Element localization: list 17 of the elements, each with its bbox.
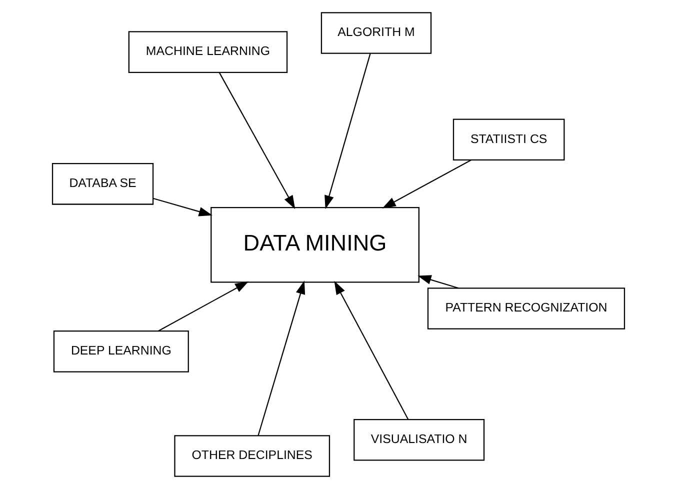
node-box: MACHINE LEARNING bbox=[128, 31, 288, 73]
node-box: DATA MINING bbox=[210, 207, 419, 283]
node-box: DATABA SE bbox=[51, 163, 154, 205]
arrow bbox=[152, 198, 212, 216]
node-box: OTHER DECIPLINES bbox=[174, 435, 330, 477]
arrow bbox=[257, 280, 305, 436]
node-box: STATIISTI CS bbox=[452, 118, 564, 160]
arrow bbox=[218, 72, 295, 210]
node-box: DEEP LEARNING bbox=[52, 330, 188, 372]
arrow bbox=[158, 281, 248, 332]
arrow bbox=[324, 54, 370, 210]
arrow bbox=[334, 280, 408, 420]
node-box: VISUALISATIO N bbox=[353, 419, 484, 461]
arrow bbox=[382, 160, 471, 208]
arrow bbox=[417, 275, 458, 289]
node-box: PATTERN RECOGNIZATION bbox=[426, 288, 625, 330]
node-box: ALGORITH M bbox=[320, 12, 432, 54]
